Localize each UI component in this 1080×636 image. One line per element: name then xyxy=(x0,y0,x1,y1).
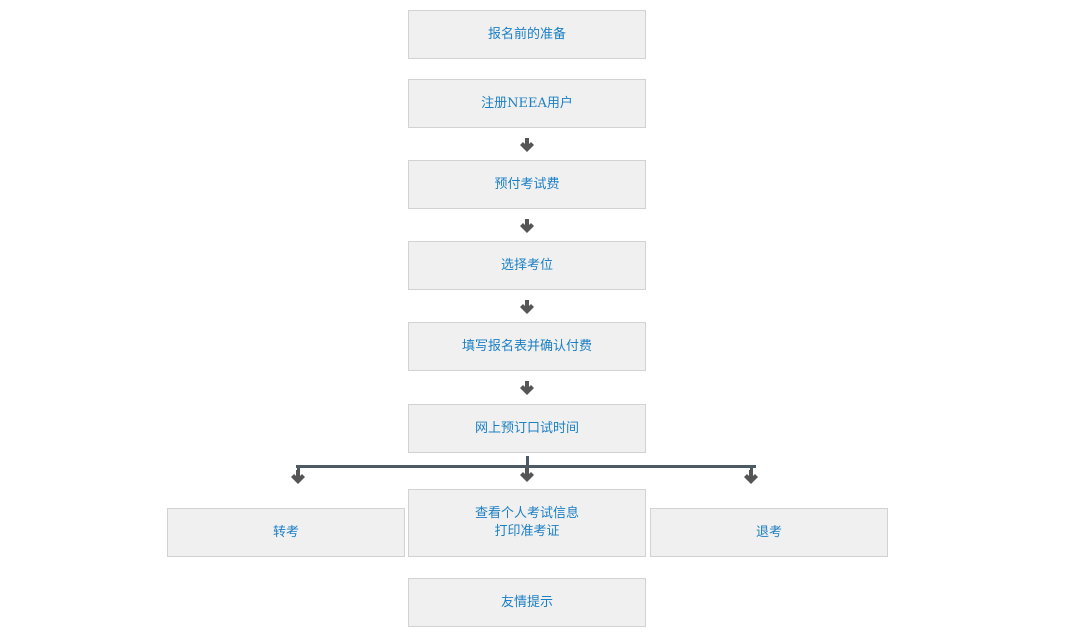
down-arrow-icon xyxy=(744,470,758,484)
step-label: 网上预订口试时间 xyxy=(474,420,579,436)
step-register-neea-user[interactable]: 注册NEEA用户 xyxy=(408,79,646,128)
step-label: 报名前的准备 xyxy=(487,26,566,42)
branch-label-line1: 查看个人考试信息 xyxy=(474,506,579,521)
branch-withdraw-exam[interactable]: 退考 xyxy=(650,508,888,557)
step-label: 注册NEEA用户 xyxy=(481,95,573,111)
step-fill-form-confirm-payment[interactable]: 填写报名表并确认付费 xyxy=(408,322,646,371)
branch-label: 退考 xyxy=(755,524,782,540)
friendly-tips-button[interactable]: 友情提示 xyxy=(408,578,646,627)
down-arrow-icon xyxy=(520,219,534,233)
down-arrow-icon xyxy=(520,468,534,482)
step-label: 预付考试费 xyxy=(494,176,560,192)
step-select-seat[interactable]: 选择考位 xyxy=(408,241,646,290)
down-arrow-icon xyxy=(520,300,534,314)
step-label: 填写报名表并确认付费 xyxy=(461,338,592,354)
down-arrow-icon xyxy=(520,138,534,152)
branch-label-line2: 打印准考证 xyxy=(494,524,560,539)
step-label: 选择考位 xyxy=(500,257,553,273)
branch-transfer-exam[interactable]: 转考 xyxy=(167,508,405,557)
down-arrow-icon xyxy=(291,470,305,484)
branch-view-info-print-admission[interactable]: 查看个人考试信息 打印准考证 xyxy=(408,489,646,557)
branch-label: 转考 xyxy=(272,524,299,540)
branch-connector xyxy=(296,456,756,474)
step-prepare[interactable]: 报名前的准备 xyxy=(408,10,646,59)
down-arrow-icon xyxy=(520,381,534,395)
tips-label: 友情提示 xyxy=(500,594,553,610)
step-book-oral-exam-time[interactable]: 网上预订口试时间 xyxy=(408,404,646,453)
step-prepay-fee[interactable]: 预付考试费 xyxy=(408,160,646,209)
